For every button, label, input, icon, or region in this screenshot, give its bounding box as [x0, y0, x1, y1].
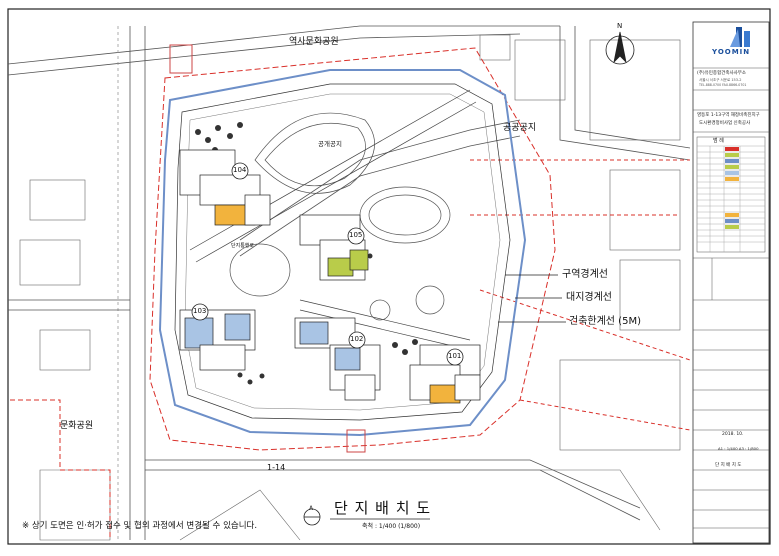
lot-boundary-label: 대지경계선	[566, 292, 612, 303]
company-phone: TEL.888-0700 FAX.8866-0701	[699, 83, 747, 87]
landscape	[189, 89, 477, 351]
sheet-scale: A1 : 1/400 A3 : 1/800	[718, 446, 759, 451]
legend-heading: 범 례	[713, 138, 724, 144]
building-101-label: 101	[448, 352, 462, 360]
building-101	[409, 344, 481, 404]
project-title-1: 영등포 1-13구역 재정비촉진지구	[697, 113, 760, 118]
building-line-label: 건축한계선 (5M)	[569, 316, 641, 327]
footnote: ※ 상기 도면은 인·허가 접수 및 협의 과정에서 변경될 수 있습니다.	[22, 521, 258, 531]
building-103	[179, 309, 256, 371]
walk-label: 단지통행로	[231, 243, 255, 249]
surrounding-parcels	[19, 34, 681, 541]
drawing-scale: 축척 : 1/400 (1/800)	[362, 523, 421, 530]
building-104-label: 104	[233, 166, 247, 174]
history-park-label: 역사문화공원	[289, 37, 339, 47]
company-name: (주)유민종합건축사사무소	[697, 71, 747, 76]
building-104	[179, 149, 271, 226]
road-network	[7, 25, 691, 540]
north-label: N	[617, 22, 623, 30]
section-mark-icon	[303, 508, 321, 526]
drawing-title: 단 지 배 치 도	[334, 499, 432, 517]
boundary-lines	[10, 47, 691, 540]
building-103-label: 103	[193, 307, 207, 315]
sheet-date: 2018. 10.	[722, 432, 744, 437]
legend-swatches	[725, 147, 739, 229]
site-boundary	[158, 69, 527, 437]
building-102	[294, 317, 381, 401]
crosswalks	[169, 44, 366, 453]
building-105	[299, 214, 369, 281]
logo-mark-icon	[730, 27, 750, 47]
building-102-label: 102	[350, 335, 364, 343]
company-logo: YOOMIN	[712, 48, 751, 56]
building-markers	[191, 162, 464, 366]
inner-drive	[174, 83, 511, 421]
sheet-title: 단 지 배 치 도	[715, 463, 742, 468]
legend-table-rows	[697, 145, 765, 252]
section-mark-label: A	[309, 505, 314, 512]
building-105-label: 105	[349, 231, 363, 239]
public-open-space-label: 공공공지	[503, 123, 537, 133]
title-block-grid	[693, 67, 769, 529]
north-arrow-icon	[605, 31, 635, 65]
culture-park-label: 문화공원	[60, 421, 94, 431]
district-boundary-label: 구역경계선	[562, 269, 608, 280]
legend-leaders	[498, 274, 566, 323]
lot-label: 1-14	[267, 463, 286, 472]
title-block-frame	[692, 21, 770, 544]
open-space-label: 공개공지	[318, 140, 342, 148]
company-address: 서울시 서초구 서운로 153-2	[699, 78, 742, 82]
project-title-2: 도시환경정비사업 신축공사	[699, 121, 751, 126]
